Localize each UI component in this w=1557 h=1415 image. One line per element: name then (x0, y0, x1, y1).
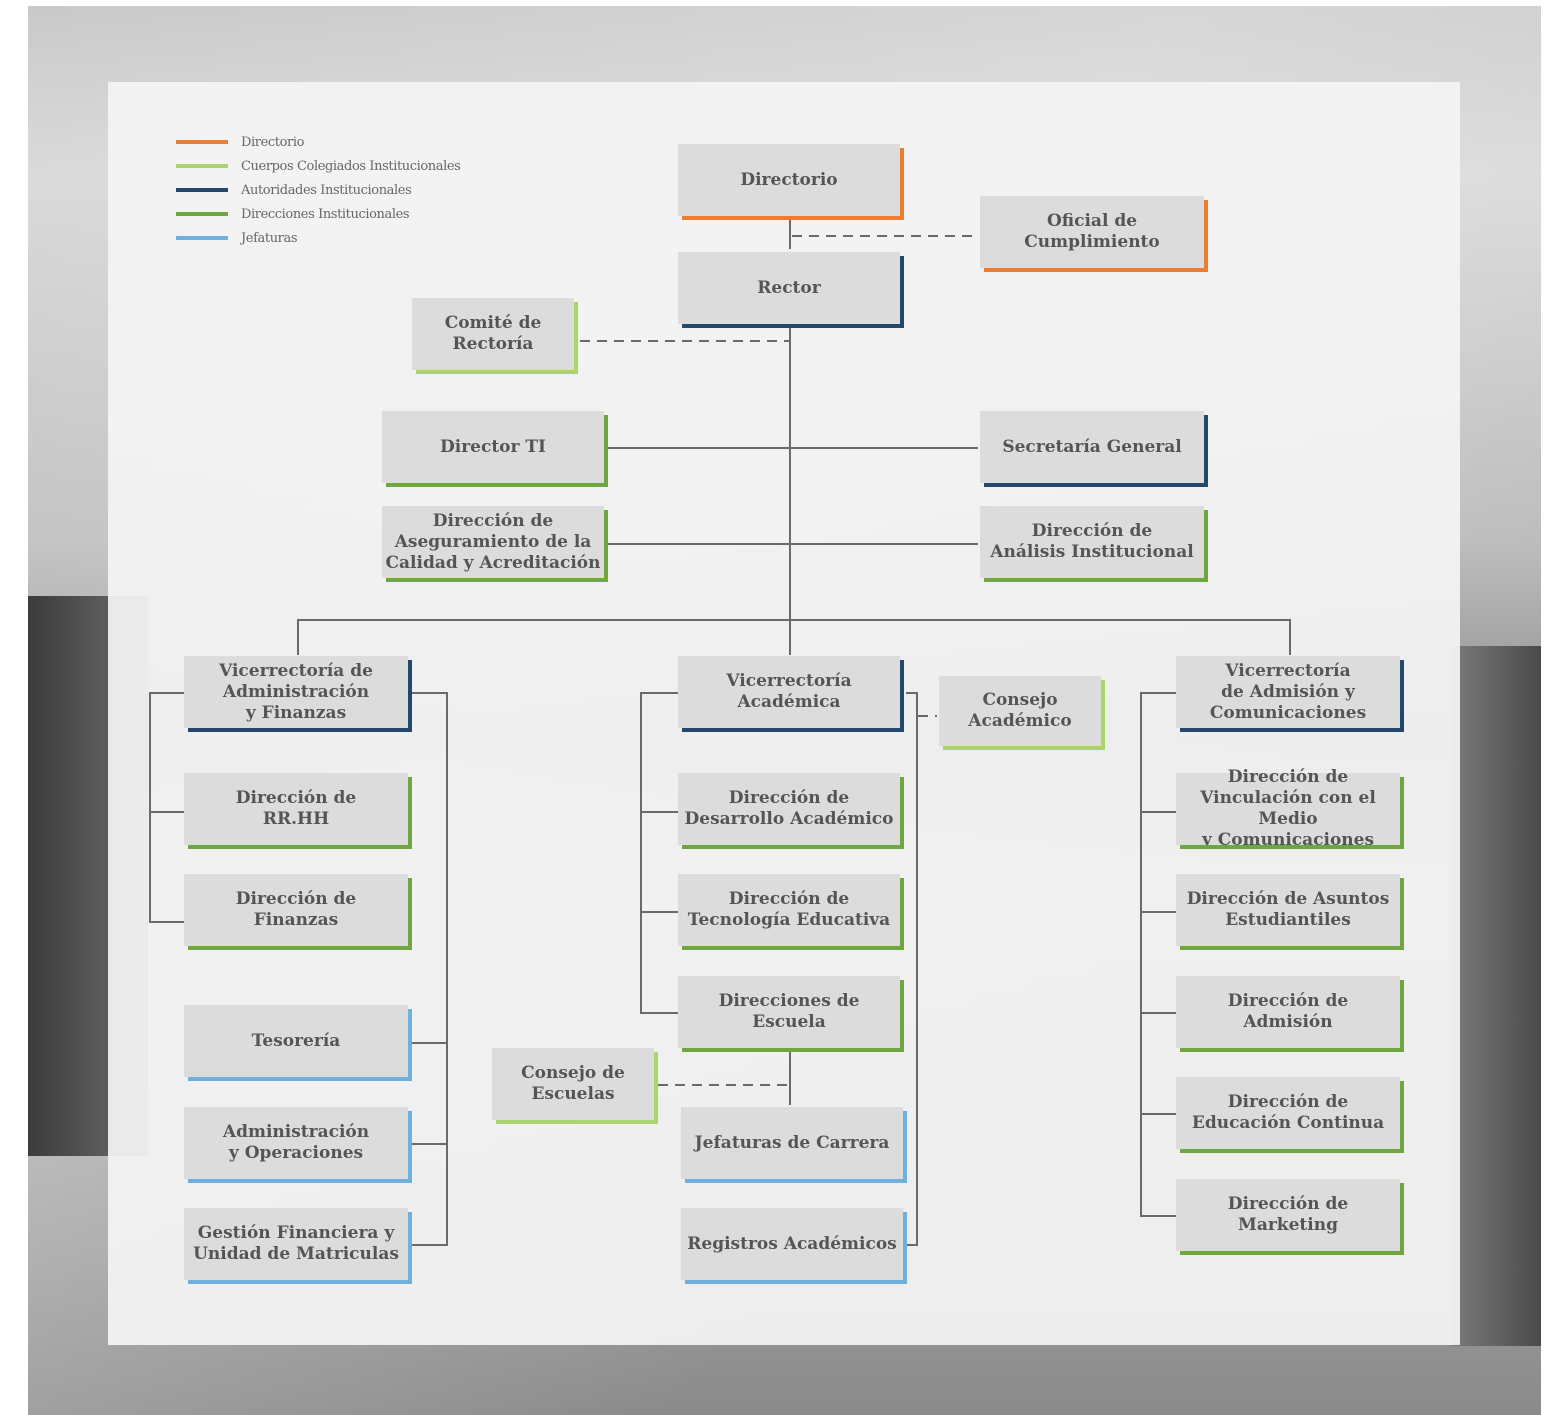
node-vr-academica: Vicerrectoría Académica (678, 656, 904, 732)
node-direccion-admision: Dirección de Admisión (1176, 976, 1404, 1052)
line-vicerrectorias (297, 619, 1291, 655)
legend-item-direcciones: Direcciones Institucionales (176, 202, 460, 226)
legend-label: Directorio (241, 134, 305, 150)
node-vinculacion-medio: Dirección de Vinculación con el Medio y … (1176, 767, 1404, 850)
node-secretaria-general: Secretaría General (980, 411, 1208, 487)
node-desarrollo-academico: Dirección de Desarrollo Académico (678, 773, 904, 849)
legend-swatch (176, 188, 228, 192)
node-aseguramiento-calidad: Dirección de Aseguramiento de la Calidad… (382, 506, 608, 582)
node-vr-admision-comunicaciones: Vicerrectoría de Admisión y Comunicacion… (1176, 656, 1404, 732)
node-directorio: Directorio (678, 144, 904, 220)
node-administracion-operaciones: Administración y Operaciones (184, 1107, 412, 1183)
bracket-vr-academica-direcciones (640, 692, 678, 1014)
legend-swatch (176, 236, 228, 240)
node-jefaturas-carrera: Jefaturas de Carrera (681, 1107, 907, 1183)
legend-item-cuerpos-colegiados: Cuerpos Colegiados Institucionales (176, 154, 461, 178)
legend-item-jefaturas: Jefaturas (176, 226, 460, 250)
legend-label: Cuerpos Colegiados Institucionales (241, 158, 461, 174)
node-direccion-rrhh: Dirección de RR.HH (184, 773, 412, 849)
legend-swatch (176, 140, 228, 144)
legend-swatch (176, 164, 228, 168)
node-rector: Rector (678, 252, 904, 328)
bracket-vr-admin-jefaturas (412, 692, 448, 1246)
node-consejo-escuelas: Consejo de Escuelas (492, 1048, 658, 1124)
legend-label: Direcciones Institucionales (241, 206, 410, 222)
node-comite-de-rectoria: Comité de Rectoría (412, 298, 578, 374)
node-oficial-de-cumplimiento: Oficial de Cumplimiento (980, 196, 1208, 272)
node-director-ti: Director TI (382, 411, 608, 487)
node-vr-administracion-finanzas: Vicerrectoría de Administración y Finanz… (184, 656, 412, 732)
node-gestion-financiera: Gestión Financiera y Unidad de Matricula… (184, 1208, 412, 1284)
legend-swatch (176, 212, 228, 216)
bracket-vr-academica-registros (906, 692, 918, 1246)
node-analisis-institucional: Dirección de Análisis Institucional (980, 506, 1208, 582)
bracket-vr-admision-direcciones (1140, 692, 1176, 1217)
node-tesoreria: Tesorería (184, 1005, 412, 1081)
legend-item-autoridades: Autoridades Institucionales (176, 178, 460, 202)
node-asuntos-estudiantiles: Dirección de Asuntos Estudiantiles (1176, 874, 1404, 950)
legend-label: Autoridades Institucionales (241, 182, 412, 198)
node-direccion-marketing: Dirección de Marketing (1176, 1179, 1404, 1255)
node-consejo-academico: Consejo Académico (939, 676, 1105, 750)
node-tecnologia-educativa: Dirección de Tecnología Educativa (678, 874, 904, 950)
node-registros-academicos: Registros Académicos (681, 1208, 907, 1284)
legend-label: Jefaturas (241, 230, 298, 246)
legend-item-directorio: Directorio (176, 130, 460, 154)
node-direcciones-escuela: Direcciones de Escuela (678, 976, 904, 1052)
node-direccion-finanzas: Dirección de Finanzas (184, 874, 412, 950)
bracket-vr-admin-direcciones (149, 692, 184, 923)
node-educacion-continua: Dirección de Educación Continua (1176, 1077, 1404, 1153)
legend: Directorio Cuerpos Colegiados Institucio… (176, 130, 461, 250)
